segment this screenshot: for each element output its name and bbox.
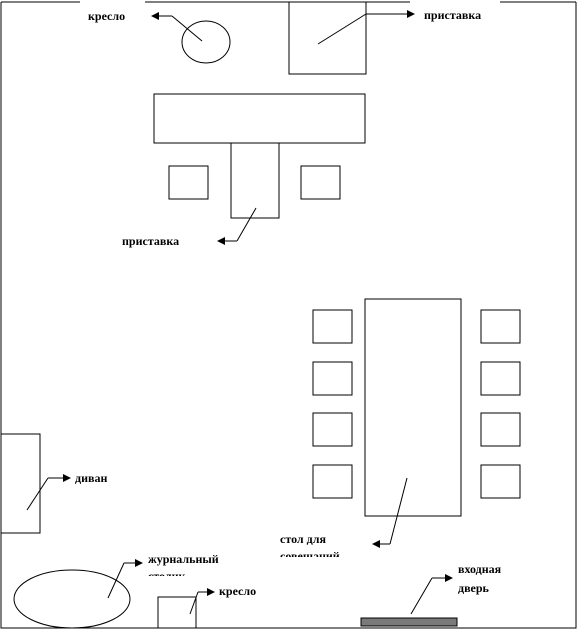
armchair-top xyxy=(181,20,231,64)
meeting-chair-left-3 xyxy=(312,412,353,447)
console-top-label: приставка xyxy=(424,8,481,22)
sofa xyxy=(0,433,41,534)
meeting-chair-right-4 xyxy=(480,464,521,499)
coffee-table-label-line1: журнальный xyxy=(148,552,219,566)
entrance-door xyxy=(360,617,458,627)
meeting-chair-left-2 xyxy=(312,361,353,396)
desk xyxy=(153,93,366,144)
meeting-table-label-mask xyxy=(276,557,366,567)
meeting-chair-right-3 xyxy=(480,412,521,447)
meeting-table-leader xyxy=(389,477,408,545)
entrance-door-leader xyxy=(410,577,433,615)
entrance-door-label-line2: дверь xyxy=(458,581,490,595)
armchair-bottom-leader xyxy=(189,591,199,615)
meeting-chair-right-1 xyxy=(480,309,521,344)
console-middle xyxy=(230,142,280,219)
meeting-chair-left-4 xyxy=(312,464,353,499)
armchair-bottom xyxy=(157,596,197,629)
meeting-table-label-line1: стол для xyxy=(280,532,326,546)
sofa-leader xyxy=(26,477,49,511)
coffee-table xyxy=(13,569,131,629)
console-middle-label: приставка xyxy=(122,234,179,248)
meeting-chair-left-1 xyxy=(312,309,353,344)
desk-chair-left xyxy=(168,165,209,200)
desk-chair-right xyxy=(300,165,341,200)
console-top-leader xyxy=(317,13,367,45)
coffee-table-leader xyxy=(107,562,125,599)
console-middle-leader xyxy=(236,207,257,242)
armchair-bottom-label: кресло xyxy=(219,584,256,598)
entrance-door-label-line1: входная xyxy=(458,562,502,576)
meeting-chair-right-2 xyxy=(480,361,521,396)
sofa-label: диван xyxy=(75,471,107,485)
armchair-top-label: кресло xyxy=(88,9,125,23)
armchair-top-leader xyxy=(171,15,203,42)
meeting-table xyxy=(364,298,462,517)
console-top xyxy=(288,1,367,75)
coffee-table-label-mask xyxy=(144,576,214,586)
